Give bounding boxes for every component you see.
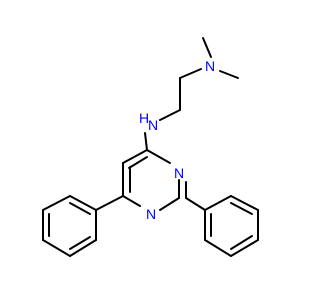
bonds <box>42 37 259 257</box>
bond-methyl-2 <box>219 70 239 79</box>
bond-c4-n3 <box>146 149 171 164</box>
atom-nh-h: H <box>139 110 149 126</box>
bond-c2-n1 <box>159 197 180 211</box>
phenyl-right-bond-4 <box>230 239 259 257</box>
bond-nh-c4 <box>144 132 148 151</box>
bond-ch2-nh <box>159 109 181 121</box>
molecule-canvas: N H N N N <box>42 37 259 257</box>
bond-n1-c6 <box>122 195 141 207</box>
phenyl-right-inner-2 <box>230 235 253 250</box>
atom-ring-n-lower: N <box>146 206 156 222</box>
bond-methyl-1 <box>202 37 212 58</box>
atom-labels: N H N N N <box>139 58 215 222</box>
phenyl-left-inner-3 <box>69 236 91 250</box>
phenyl-left-inner-1 <box>69 202 91 215</box>
phenyl-left-bond-2 <box>42 195 71 211</box>
phenyl-left-bond-1 <box>69 195 97 211</box>
bond-c5-c4 <box>122 149 148 164</box>
phenyl-left-bond-5 <box>69 239 97 257</box>
phenyl-left-bond-4 <box>42 239 71 257</box>
structure-diagram: N H N N N <box>42 37 259 257</box>
phenyl-right-bond-1 <box>204 195 232 211</box>
phenyl-right-bond-5 <box>204 239 232 257</box>
atom-ring-n-upper: N <box>174 165 184 181</box>
atom-amine-n: N <box>205 58 215 74</box>
bond-c2-phenyl-right <box>185 197 206 211</box>
bond-n-ch2 <box>179 68 202 79</box>
phenyl-right-inner-1 <box>230 202 253 215</box>
atom-nh-n: N <box>148 117 158 133</box>
phenyl-right-bond-2 <box>230 195 259 211</box>
bond-c6-phenyl-left <box>95 195 124 211</box>
bond-c5-c4-double <box>128 156 148 169</box>
